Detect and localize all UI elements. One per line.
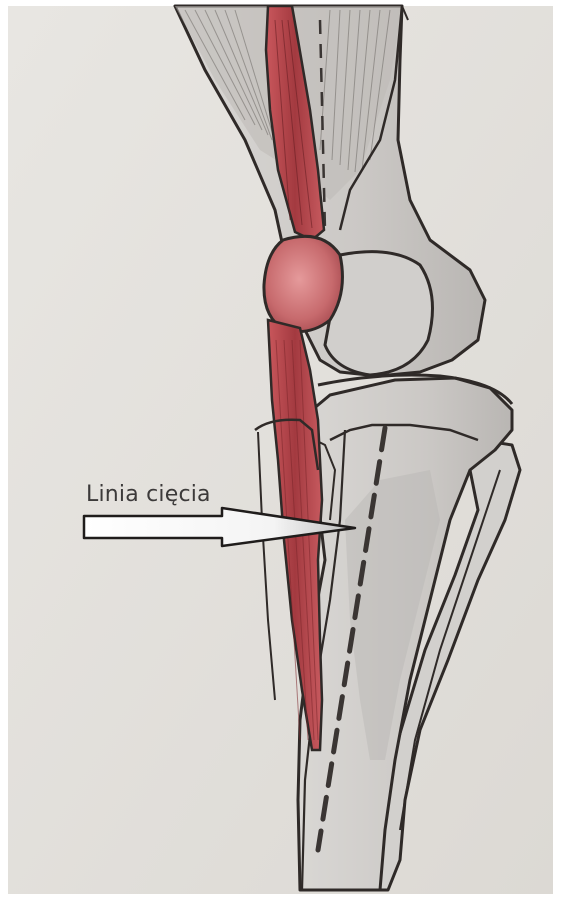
cut-line-label: Linia cięcia xyxy=(86,482,211,507)
patella xyxy=(264,236,343,331)
